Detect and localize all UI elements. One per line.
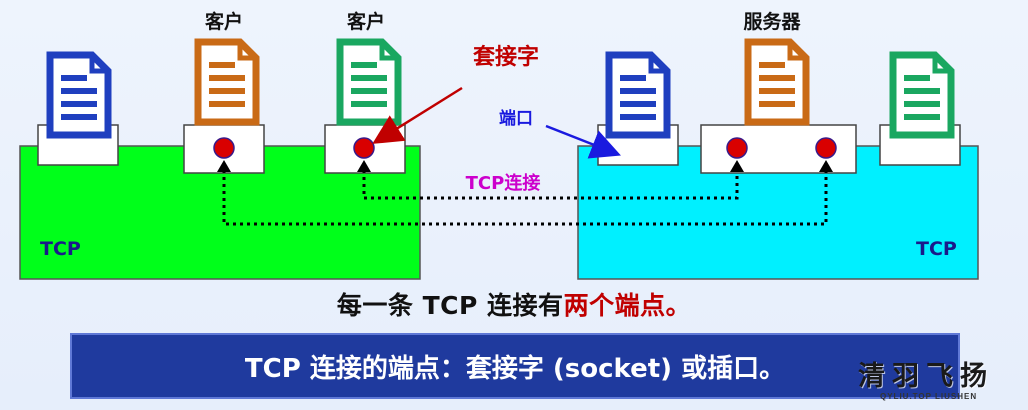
caption-part-1: 每一条 TCP 连接有 <box>336 291 564 320</box>
socket-label: 套接字 <box>473 44 539 70</box>
arrowhead-right-inner <box>730 160 744 172</box>
arrowhead-left-inner <box>357 160 371 172</box>
document-icon-orange <box>744 38 810 126</box>
arrowhead-right-outer <box>819 160 833 172</box>
port-pointer-arrow <box>545 124 621 159</box>
tcp-label-right: TCP <box>916 238 957 260</box>
watermark: 清羽飞扬 QYLIU.TOP LIUSHEN <box>852 354 1024 408</box>
client-label-2: 客户 <box>347 10 385 33</box>
tcp-label-left: TCP <box>40 238 81 260</box>
client-label-1: 客户 <box>205 10 243 33</box>
socket-dot-left-1 <box>213 137 235 159</box>
document-icon-blue <box>46 51 112 139</box>
socket-dot-right-1 <box>726 137 748 159</box>
tcp-connection-label: TCP连接 <box>466 172 541 194</box>
banner-text: TCP 连接的端点：套接字 (socket) 或插口。 <box>244 353 786 384</box>
tcp-connection-line-inner <box>362 170 739 200</box>
socket-pointer-arrow <box>372 86 463 144</box>
document-icon-blue <box>605 51 671 139</box>
socket-dot-left-2 <box>353 137 375 159</box>
watermark-brand: 清羽飞扬 <box>858 361 994 392</box>
port-label: 端口 <box>499 108 533 129</box>
document-icon-orange <box>194 38 260 126</box>
document-icon-green <box>336 38 402 126</box>
watermark-sub: QYLIU.TOP LIUSHEN <box>880 392 978 401</box>
caption-highlight: 两个端点。 <box>563 291 692 320</box>
arrowhead-left-outer <box>217 160 231 172</box>
summary-banner: TCP 连接的端点：套接字 (socket) 或插口。 <box>70 333 960 399</box>
document-icon-green <box>889 51 955 139</box>
socket-dot-right-2 <box>815 137 837 159</box>
server-label: 服务器 <box>743 10 801 33</box>
caption-sentence: 每一条 TCP 连接有两个端点。 <box>0 286 1028 322</box>
